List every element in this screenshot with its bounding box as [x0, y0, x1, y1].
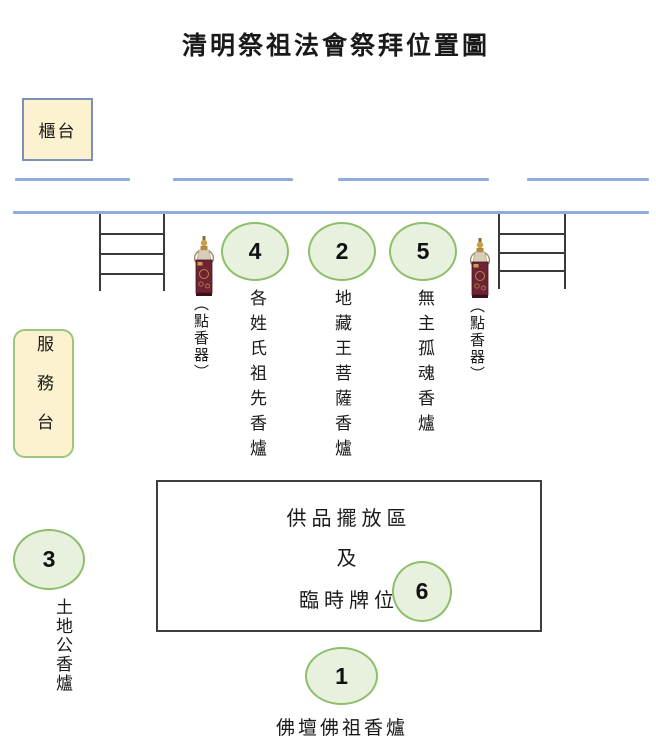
counter-box: 櫃台 — [22, 98, 93, 161]
offering-area-line2: 及 — [336, 548, 362, 570]
service-desk-label: 服務台 — [34, 335, 53, 452]
incense-lighter-left-label: （點香器） — [192, 296, 208, 381]
railing-rung — [500, 270, 564, 272]
railing-rung — [500, 252, 564, 254]
incense-lighter-left-icon — [192, 236, 216, 298]
station-4-label: 各姓氏祖先香爐 — [247, 289, 266, 464]
railing-rung — [101, 273, 163, 275]
offering-area-line1: 供品擺放區 — [286, 508, 412, 530]
incense-lighter-right-label: （點香器） — [468, 298, 484, 383]
blue-line-segment-3 — [338, 178, 489, 181]
offering-area-rect — [156, 480, 542, 632]
station-number: 1 — [335, 662, 348, 689]
station-number: 6 — [415, 578, 429, 604]
blue-line-full — [13, 211, 649, 214]
right-railing — [498, 214, 566, 289]
station-number: 5 — [416, 238, 430, 264]
blue-line-segment-2 — [173, 178, 293, 181]
blue-line-segment-4 — [527, 178, 649, 181]
blue-line-segment-1 — [15, 178, 130, 181]
station-1-label: 佛壇佛祖香爐 — [275, 718, 408, 739]
station-circle-1: 1 — [305, 647, 378, 705]
station-2-label: 地藏王菩薩香爐 — [332, 289, 351, 464]
station-circle-4: 4 — [221, 222, 289, 281]
left-railing — [99, 214, 165, 291]
railing-rung — [101, 233, 163, 235]
page-title: 清明祭祖法會祭拜位置圖 — [181, 33, 490, 60]
station-circle-5: 5 — [389, 222, 457, 281]
service-desk-box: 服務台 — [13, 329, 74, 458]
incense-lighter-right-icon — [468, 238, 492, 300]
station-circle-3: 3 — [13, 529, 85, 590]
offering-area-line3: 臨時牌位 — [299, 590, 399, 612]
station-circle-2: 2 — [308, 222, 376, 281]
railing-rung — [500, 233, 564, 235]
station-number: 2 — [335, 238, 349, 264]
station-circle-6: 6 — [392, 561, 452, 622]
station-5-label: 無主孤魂香爐 — [415, 289, 434, 439]
railing-rung — [101, 253, 163, 255]
station-number: 4 — [248, 238, 262, 264]
counter-label: 櫃台 — [38, 122, 77, 141]
station-3-label: 土地公香爐 — [53, 598, 72, 693]
station-number: 3 — [42, 546, 56, 572]
